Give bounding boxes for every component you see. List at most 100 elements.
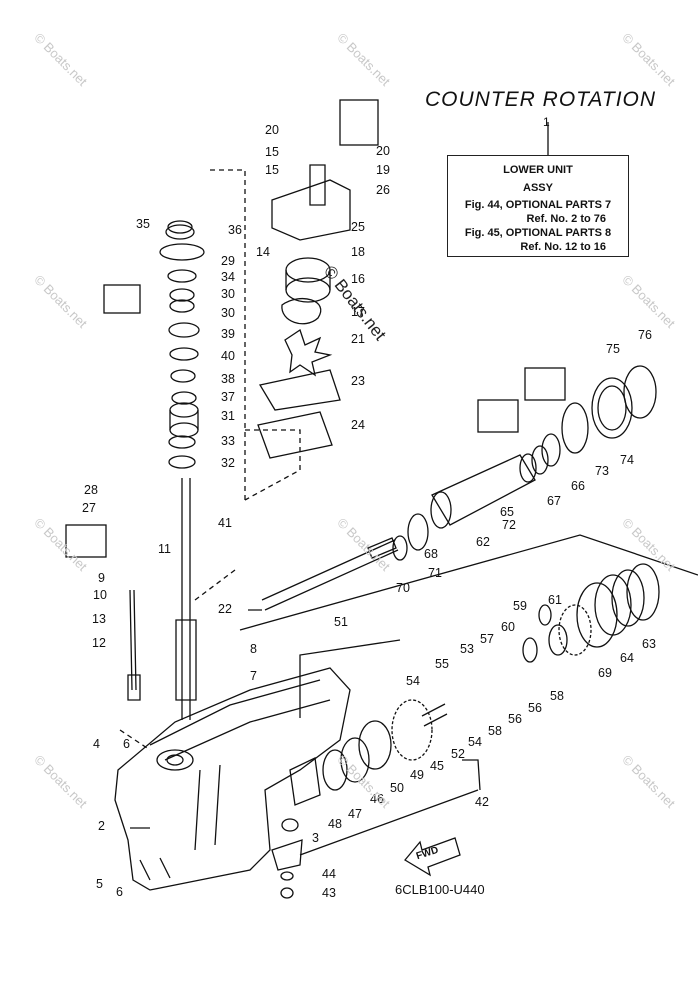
part-label: 6 <box>116 885 123 899</box>
assembly-line: Fig. 45, OPTIONAL PARTS 8 <box>464 227 612 239</box>
assembly-ref-number: 1 <box>543 115 550 129</box>
part-label: 13 <box>92 612 106 626</box>
part-label: 48 <box>328 817 342 831</box>
assembly-line: LOWER UNIT <box>503 164 573 176</box>
part-label: 62 <box>476 535 490 549</box>
part-label: 66 <box>571 479 585 493</box>
part-label: 30 <box>221 306 235 320</box>
part-label: 58 <box>550 689 564 703</box>
assembly-line: Fig. 44, OPTIONAL PARTS 7 <box>464 199 612 211</box>
part-label: 42 <box>475 795 489 809</box>
assembly-line: Ref. No. 2 to 76 <box>526 213 606 225</box>
part-label: 14 <box>256 245 270 259</box>
part-label: 54 <box>468 735 482 749</box>
part-label: 37 <box>221 390 235 404</box>
bearing-housing <box>431 454 536 526</box>
shift-rod <box>129 589 137 691</box>
part-label: 31 <box>221 409 235 423</box>
part-label: 4 <box>93 737 100 751</box>
part-label: 35 <box>136 217 150 231</box>
part-label: 74 <box>620 453 634 467</box>
drive-shaft <box>181 478 191 720</box>
part-label: 27 <box>82 501 96 515</box>
part-label: 34 <box>221 270 235 284</box>
part-label: 56 <box>528 701 542 715</box>
part-label: 29 <box>221 254 235 268</box>
part-label: 6 <box>123 737 130 751</box>
part-label: 47 <box>348 807 362 821</box>
part-label: 51 <box>334 615 348 629</box>
part-label: 58 <box>488 724 502 738</box>
part-label: 16 <box>351 272 365 286</box>
part-label: 71 <box>428 566 442 580</box>
part-label: 68 <box>424 547 438 561</box>
part-label: 33 <box>221 434 235 448</box>
part-label: 19 <box>376 163 390 177</box>
part-label: 72 <box>502 518 516 532</box>
part-label: 26 <box>376 183 390 197</box>
part-label: 63 <box>642 637 656 651</box>
part-label: 2 <box>98 819 105 833</box>
assembly-line: ASSY <box>523 182 553 194</box>
part-label: 30 <box>221 287 235 301</box>
part-label: 17 <box>351 305 365 319</box>
part-label: 21 <box>351 332 365 346</box>
part-label: 24 <box>351 418 365 432</box>
part-label: 75 <box>606 342 620 356</box>
part-label: 20 <box>265 123 279 137</box>
assembly-line: Ref. No. 12 to 16 <box>520 241 606 253</box>
part-label: 61 <box>548 593 562 607</box>
part-label: 28 <box>84 483 98 497</box>
part-label: 73 <box>595 464 609 478</box>
part-label: 23 <box>351 374 365 388</box>
part-label: 3 <box>312 831 319 845</box>
part-label: 45 <box>430 759 444 773</box>
lower-unit-housing <box>114 667 351 891</box>
part-label: 53 <box>460 642 474 656</box>
part-label: 12 <box>92 636 106 650</box>
part-label: 22 <box>218 602 232 616</box>
part-label: 46 <box>370 792 384 806</box>
part-label: 25 <box>351 220 365 234</box>
part-label: 32 <box>221 456 235 470</box>
part-label: 20 <box>376 144 390 158</box>
part-label: 67 <box>547 494 561 508</box>
water-pump-housing <box>271 179 351 241</box>
part-label: 38 <box>221 372 235 386</box>
part-label: 36 <box>228 223 242 237</box>
part-label: 69 <box>598 666 612 680</box>
part-label: 15 <box>265 163 279 177</box>
part-label: 59 <box>513 599 527 613</box>
part-label: 7 <box>250 669 257 683</box>
part-label: 64 <box>620 651 634 665</box>
part-label: 70 <box>396 581 410 595</box>
part-label: 10 <box>93 588 107 602</box>
part-label: 55 <box>435 657 449 671</box>
diagram-code: 6CLB100-U440 <box>395 882 485 897</box>
part-label: 15 <box>265 145 279 159</box>
part-label: 9 <box>98 571 105 585</box>
part-label: 39 <box>221 327 235 341</box>
part-label: 44 <box>322 867 336 881</box>
impeller <box>284 328 333 377</box>
part-label: 50 <box>390 781 404 795</box>
propeller-shaft <box>261 539 399 611</box>
part-label: 76 <box>638 328 652 342</box>
part-label: 8 <box>250 642 257 656</box>
part-label: 40 <box>221 349 235 363</box>
part-label: 18 <box>351 245 365 259</box>
part-label: 57 <box>480 632 494 646</box>
part-label: 5 <box>96 877 103 891</box>
part-label: 60 <box>501 620 515 634</box>
part-label: 65 <box>500 505 514 519</box>
part-label: 41 <box>218 516 232 530</box>
part-label: 43 <box>322 886 336 900</box>
part-label: 54 <box>406 674 420 688</box>
part-label: 11 <box>158 542 171 556</box>
part-label: 56 <box>508 712 522 726</box>
fwd-arrow <box>404 837 461 877</box>
part-label: 52 <box>451 747 465 761</box>
diagram-title: COUNTER ROTATION <box>425 88 657 111</box>
part-label: 49 <box>410 768 424 782</box>
